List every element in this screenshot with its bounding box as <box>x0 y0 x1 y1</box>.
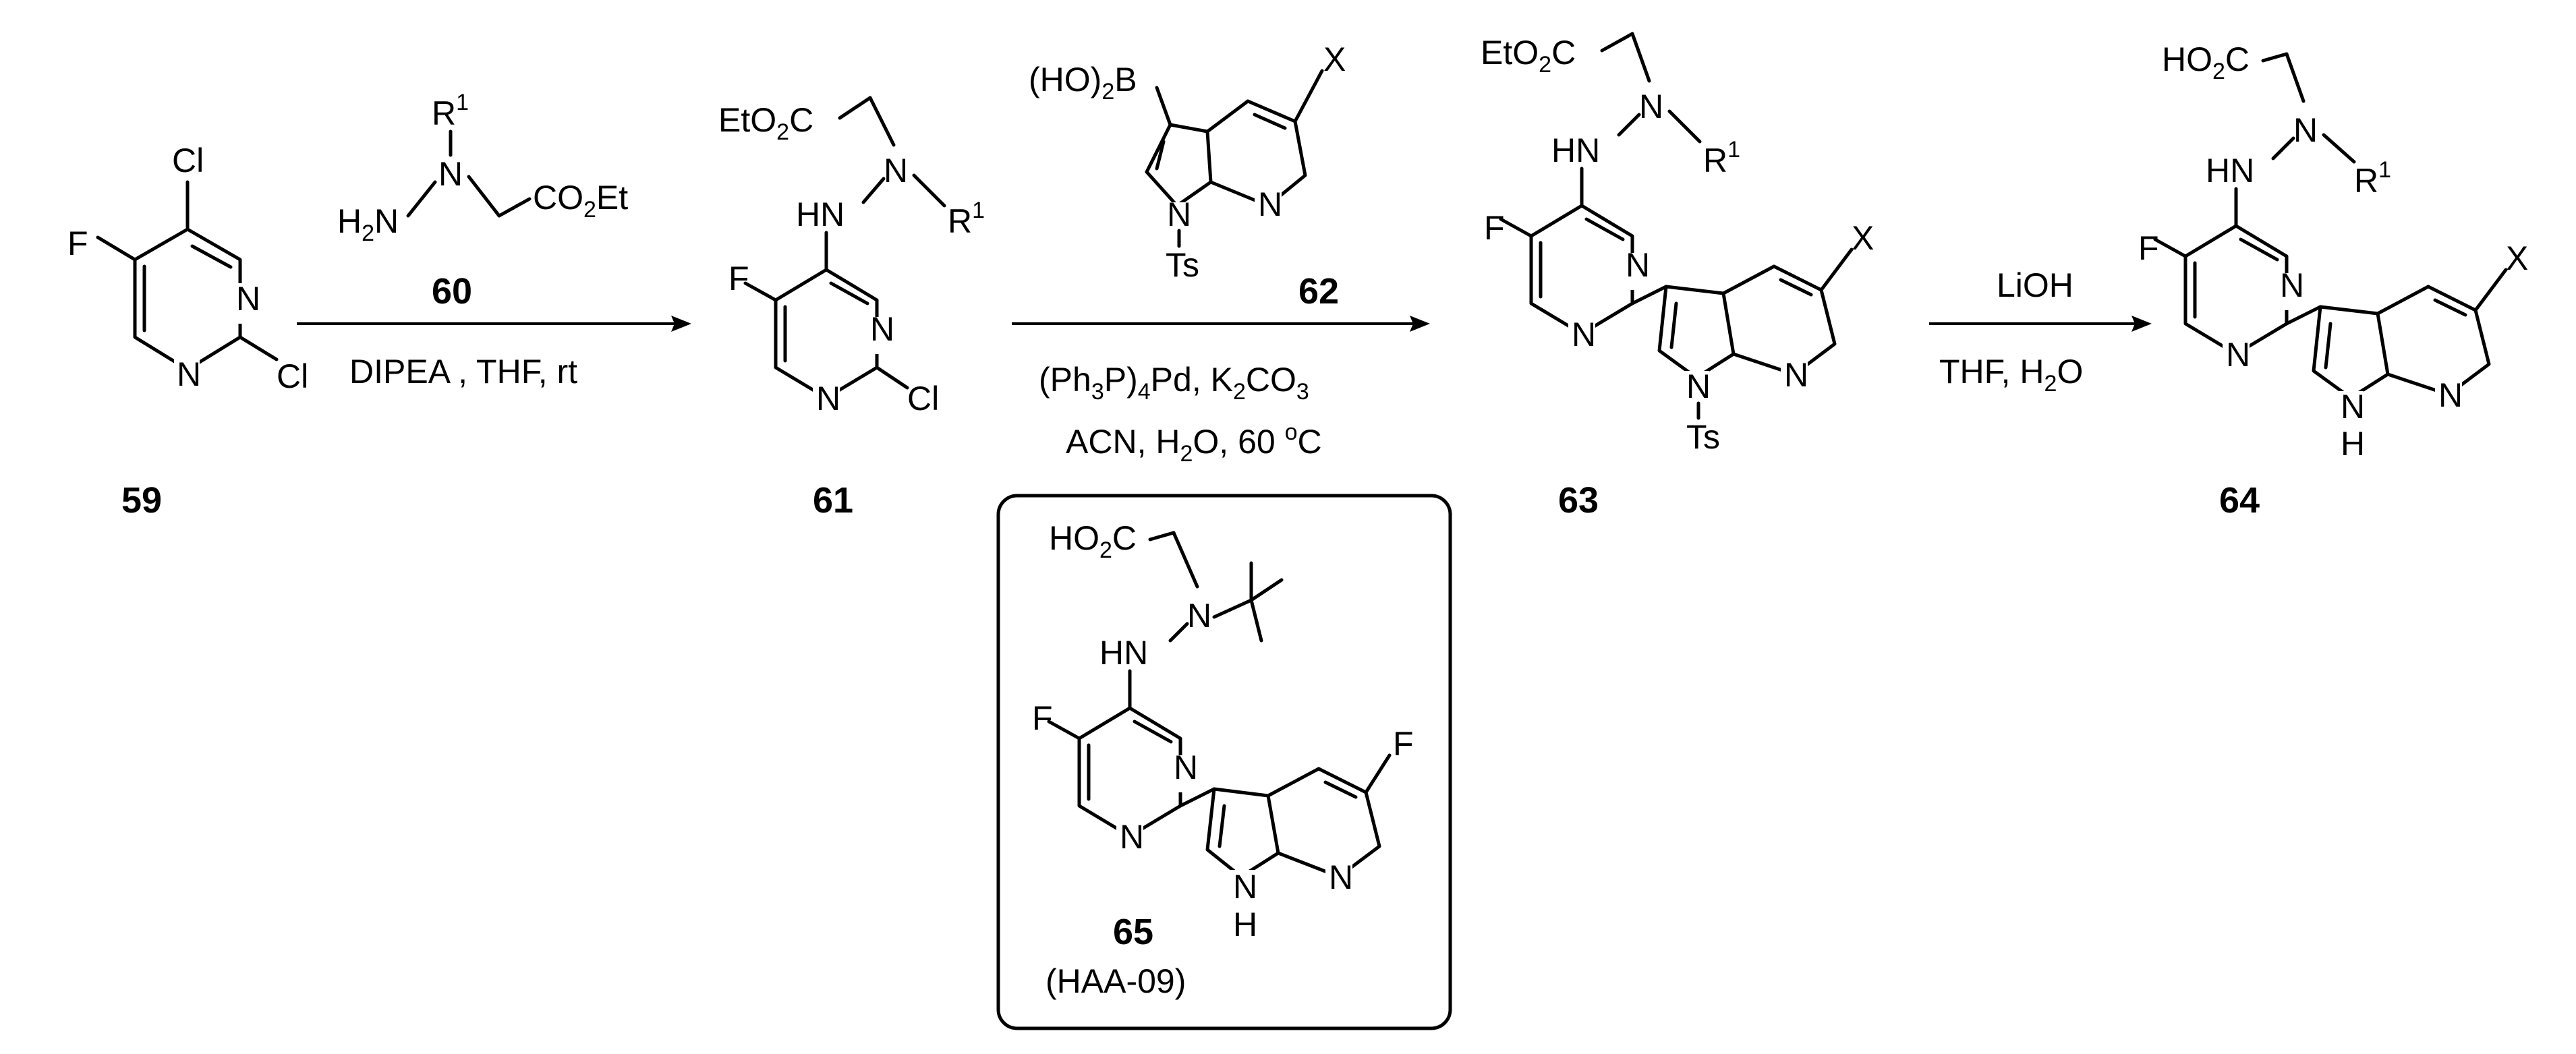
compound-number-59: 59 <box>121 480 162 521</box>
svg-text:HN: HN <box>2206 152 2254 189</box>
svg-text:X: X <box>1323 40 1346 78</box>
svg-text:Cl: Cl <box>172 142 204 179</box>
compound-number-64: 64 <box>2219 480 2260 521</box>
compound-63: EtO2C N R1 HN F N N X N N Ts 63 <box>1481 32 1874 521</box>
reaction-arrow-3: LiOH THF, H2O <box>1929 266 2152 397</box>
compound-number-62: 62 <box>1298 271 1339 312</box>
svg-text:F: F <box>728 260 749 297</box>
svg-text:N: N <box>1784 356 1808 394</box>
svg-text:EtO2C: EtO2C <box>1481 34 1576 78</box>
svg-text:N: N <box>816 380 840 417</box>
svg-text:HO2C: HO2C <box>1049 519 1137 563</box>
compound-number-61: 61 <box>813 480 853 521</box>
svg-text:CO2Et: CO2Et <box>533 179 628 223</box>
compound-number-60: 60 <box>432 271 472 312</box>
svg-text:Ts: Ts <box>1686 418 1720 456</box>
svg-text:R1: R1 <box>2354 157 2391 200</box>
svg-text:X: X <box>2506 239 2528 277</box>
svg-text:R1: R1 <box>948 198 985 240</box>
step3-reagent: LiOH <box>1997 266 2073 304</box>
svg-text:R1: R1 <box>1703 137 1740 179</box>
svg-text:X: X <box>1852 219 1874 257</box>
compound-65-box: HO2C N HN F N N F N N H 65 (HAA-09) <box>996 494 1452 1030</box>
svg-text:HN: HN <box>796 196 845 233</box>
svg-text:F: F <box>1032 699 1053 737</box>
svg-text:N: N <box>2226 336 2250 374</box>
svg-text:Ts: Ts <box>1166 246 1199 284</box>
svg-text:N: N <box>884 152 908 189</box>
svg-text:Cl: Cl <box>907 380 939 417</box>
svg-text:N: N <box>236 280 260 318</box>
svg-text:F: F <box>1393 725 1414 763</box>
svg-text:N: N <box>1329 858 1353 896</box>
svg-text:N: N <box>1233 868 1257 906</box>
svg-text:N: N <box>2438 376 2463 414</box>
svg-text:H: H <box>2341 425 2365 463</box>
svg-text:HO2C: HO2C <box>2162 40 2250 84</box>
compound-61: EtO2C N R1 HN F N N Cl 61 <box>718 96 985 521</box>
svg-text:N: N <box>1167 196 1191 233</box>
svg-text:N: N <box>1626 246 1650 284</box>
svg-text:H: H <box>1233 906 1257 943</box>
compound-64: HO2C N R1 HN F N N X N N H 64 <box>2138 40 2528 521</box>
svg-text:(Ph3P)4Pd, K2CO3: (Ph3P)4Pd, K2CO3 <box>1039 361 1309 405</box>
svg-text:N: N <box>2293 111 2318 149</box>
svg-text:HN: HN <box>1551 131 1600 169</box>
svg-text:F: F <box>1484 209 1505 247</box>
svg-text:H2N: H2N <box>337 202 399 246</box>
svg-text:N: N <box>1174 749 1198 786</box>
svg-text:N: N <box>177 355 201 393</box>
svg-text:EtO2C: EtO2C <box>718 101 813 145</box>
reagent-60: H2N N R1 CO2Et 60 <box>337 90 628 312</box>
reagent-62: (HO)2B X N N Ts 62 <box>1029 40 1346 312</box>
svg-text:THF, H2O: THF, H2O <box>1939 353 2083 397</box>
svg-text:(HO)2B: (HO)2B <box>1029 61 1137 105</box>
svg-text:N: N <box>1258 185 1282 223</box>
reaction-arrow-1: DIPEA , THF, rt <box>297 316 691 390</box>
compound-number-63: 63 <box>1558 480 1599 521</box>
svg-text:N: N <box>2341 388 2365 426</box>
svg-text:N: N <box>1187 597 1211 635</box>
svg-text:N: N <box>438 155 463 193</box>
compound-65-name: (HAA-09) <box>1046 962 1186 1000</box>
svg-text:F: F <box>2138 229 2159 267</box>
svg-text:R1: R1 <box>432 90 469 132</box>
svg-text:ACN, H2O, 60 oC: ACN, H2O, 60 oC <box>1066 419 1322 467</box>
reaction-arrow-2: (Ph3P)4Pd, K2CO3 ACN, H2O, 60 oC <box>1012 316 1430 467</box>
svg-text:N: N <box>870 310 894 348</box>
svg-text:N: N <box>1686 368 1711 405</box>
compound-59: F Cl N N Cl 59 <box>67 142 308 521</box>
svg-text:HN: HN <box>1099 634 1148 672</box>
compound-number-65: 65 <box>1113 912 1153 952</box>
svg-text:N: N <box>1120 818 1144 856</box>
svg-text:Cl: Cl <box>277 357 308 395</box>
svg-text:N: N <box>1572 316 1596 353</box>
svg-text:N: N <box>2280 266 2304 304</box>
step1-conditions: DIPEA , THF, rt <box>349 353 577 390</box>
svg-text:N: N <box>1639 88 1663 125</box>
svg-text:F: F <box>67 225 88 262</box>
